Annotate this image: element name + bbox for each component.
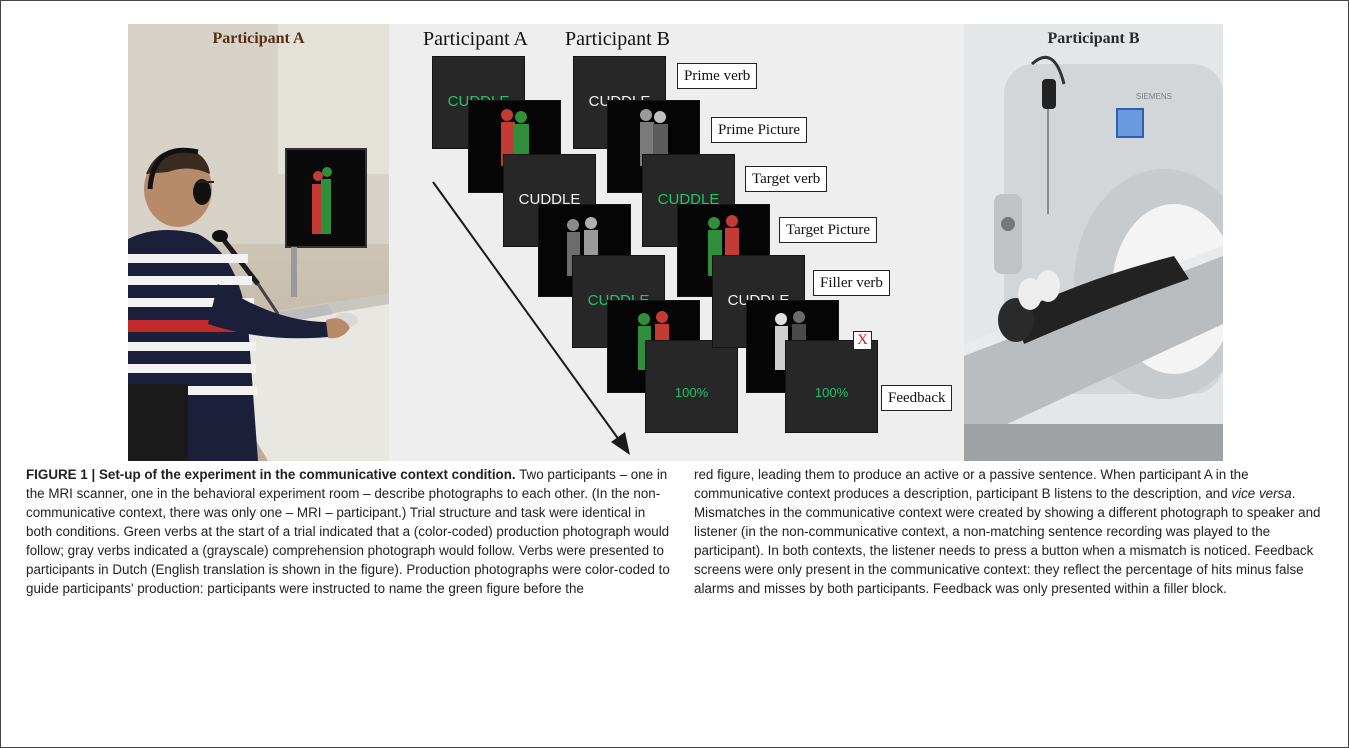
label-prime-picture: Prime Picture (711, 117, 808, 143)
scanner-brand-logo: SIEMENS (1136, 92, 1173, 101)
caption-italic-phrase: vice versa (1231, 486, 1292, 501)
participant-a-label: Participant A (212, 30, 305, 47)
time-arrow (432, 181, 630, 455)
column-header-participant-a: Participant A (423, 28, 528, 50)
figure-title: Set-up of the experiment in the communic… (98, 467, 516, 482)
screen-b-feedback: 100% (785, 340, 878, 433)
mri-scanner-scene (964, 24, 1223, 461)
caption-column-left: FIGURE 1 | Set-up of the experiment in t… (26, 465, 673, 598)
label-target-picture: Target Picture (779, 217, 878, 243)
caption-text-left: Two participants – one in the MRI scanne… (26, 467, 670, 596)
caption-text-right-part1: red figure, leading them to produce an a… (694, 467, 1249, 501)
participant-b-label: Participant B (1047, 30, 1140, 47)
screen-a-feedback: 100% (645, 340, 738, 433)
figure-caption: FIGURE 1 | Set-up of the experiment in t… (26, 465, 1326, 745)
participant-a-scene (128, 24, 389, 461)
caption-text-right-part2: . Mismatches in the communicative contex… (694, 486, 1321, 596)
label-prime-verb: Prime verb (677, 63, 758, 89)
label-feedback: Feedback (881, 385, 953, 411)
label-target-verb: Target verb (745, 166, 828, 192)
trial-diagram: Participant A Participant B CUDDLE CUDDL… (389, 24, 964, 461)
label-filler-verb: Filler verb (813, 270, 890, 296)
caption-column-right: red figure, leading them to produce an a… (694, 465, 1334, 598)
participant-b-photo: Participant B SIEMENS (964, 24, 1223, 461)
column-header-participant-b: Participant B (565, 28, 670, 50)
figure-label: FIGURE 1 | (26, 467, 96, 482)
mismatch-x-icon: X (853, 331, 872, 350)
participant-a-photo: Participant A (128, 24, 389, 461)
